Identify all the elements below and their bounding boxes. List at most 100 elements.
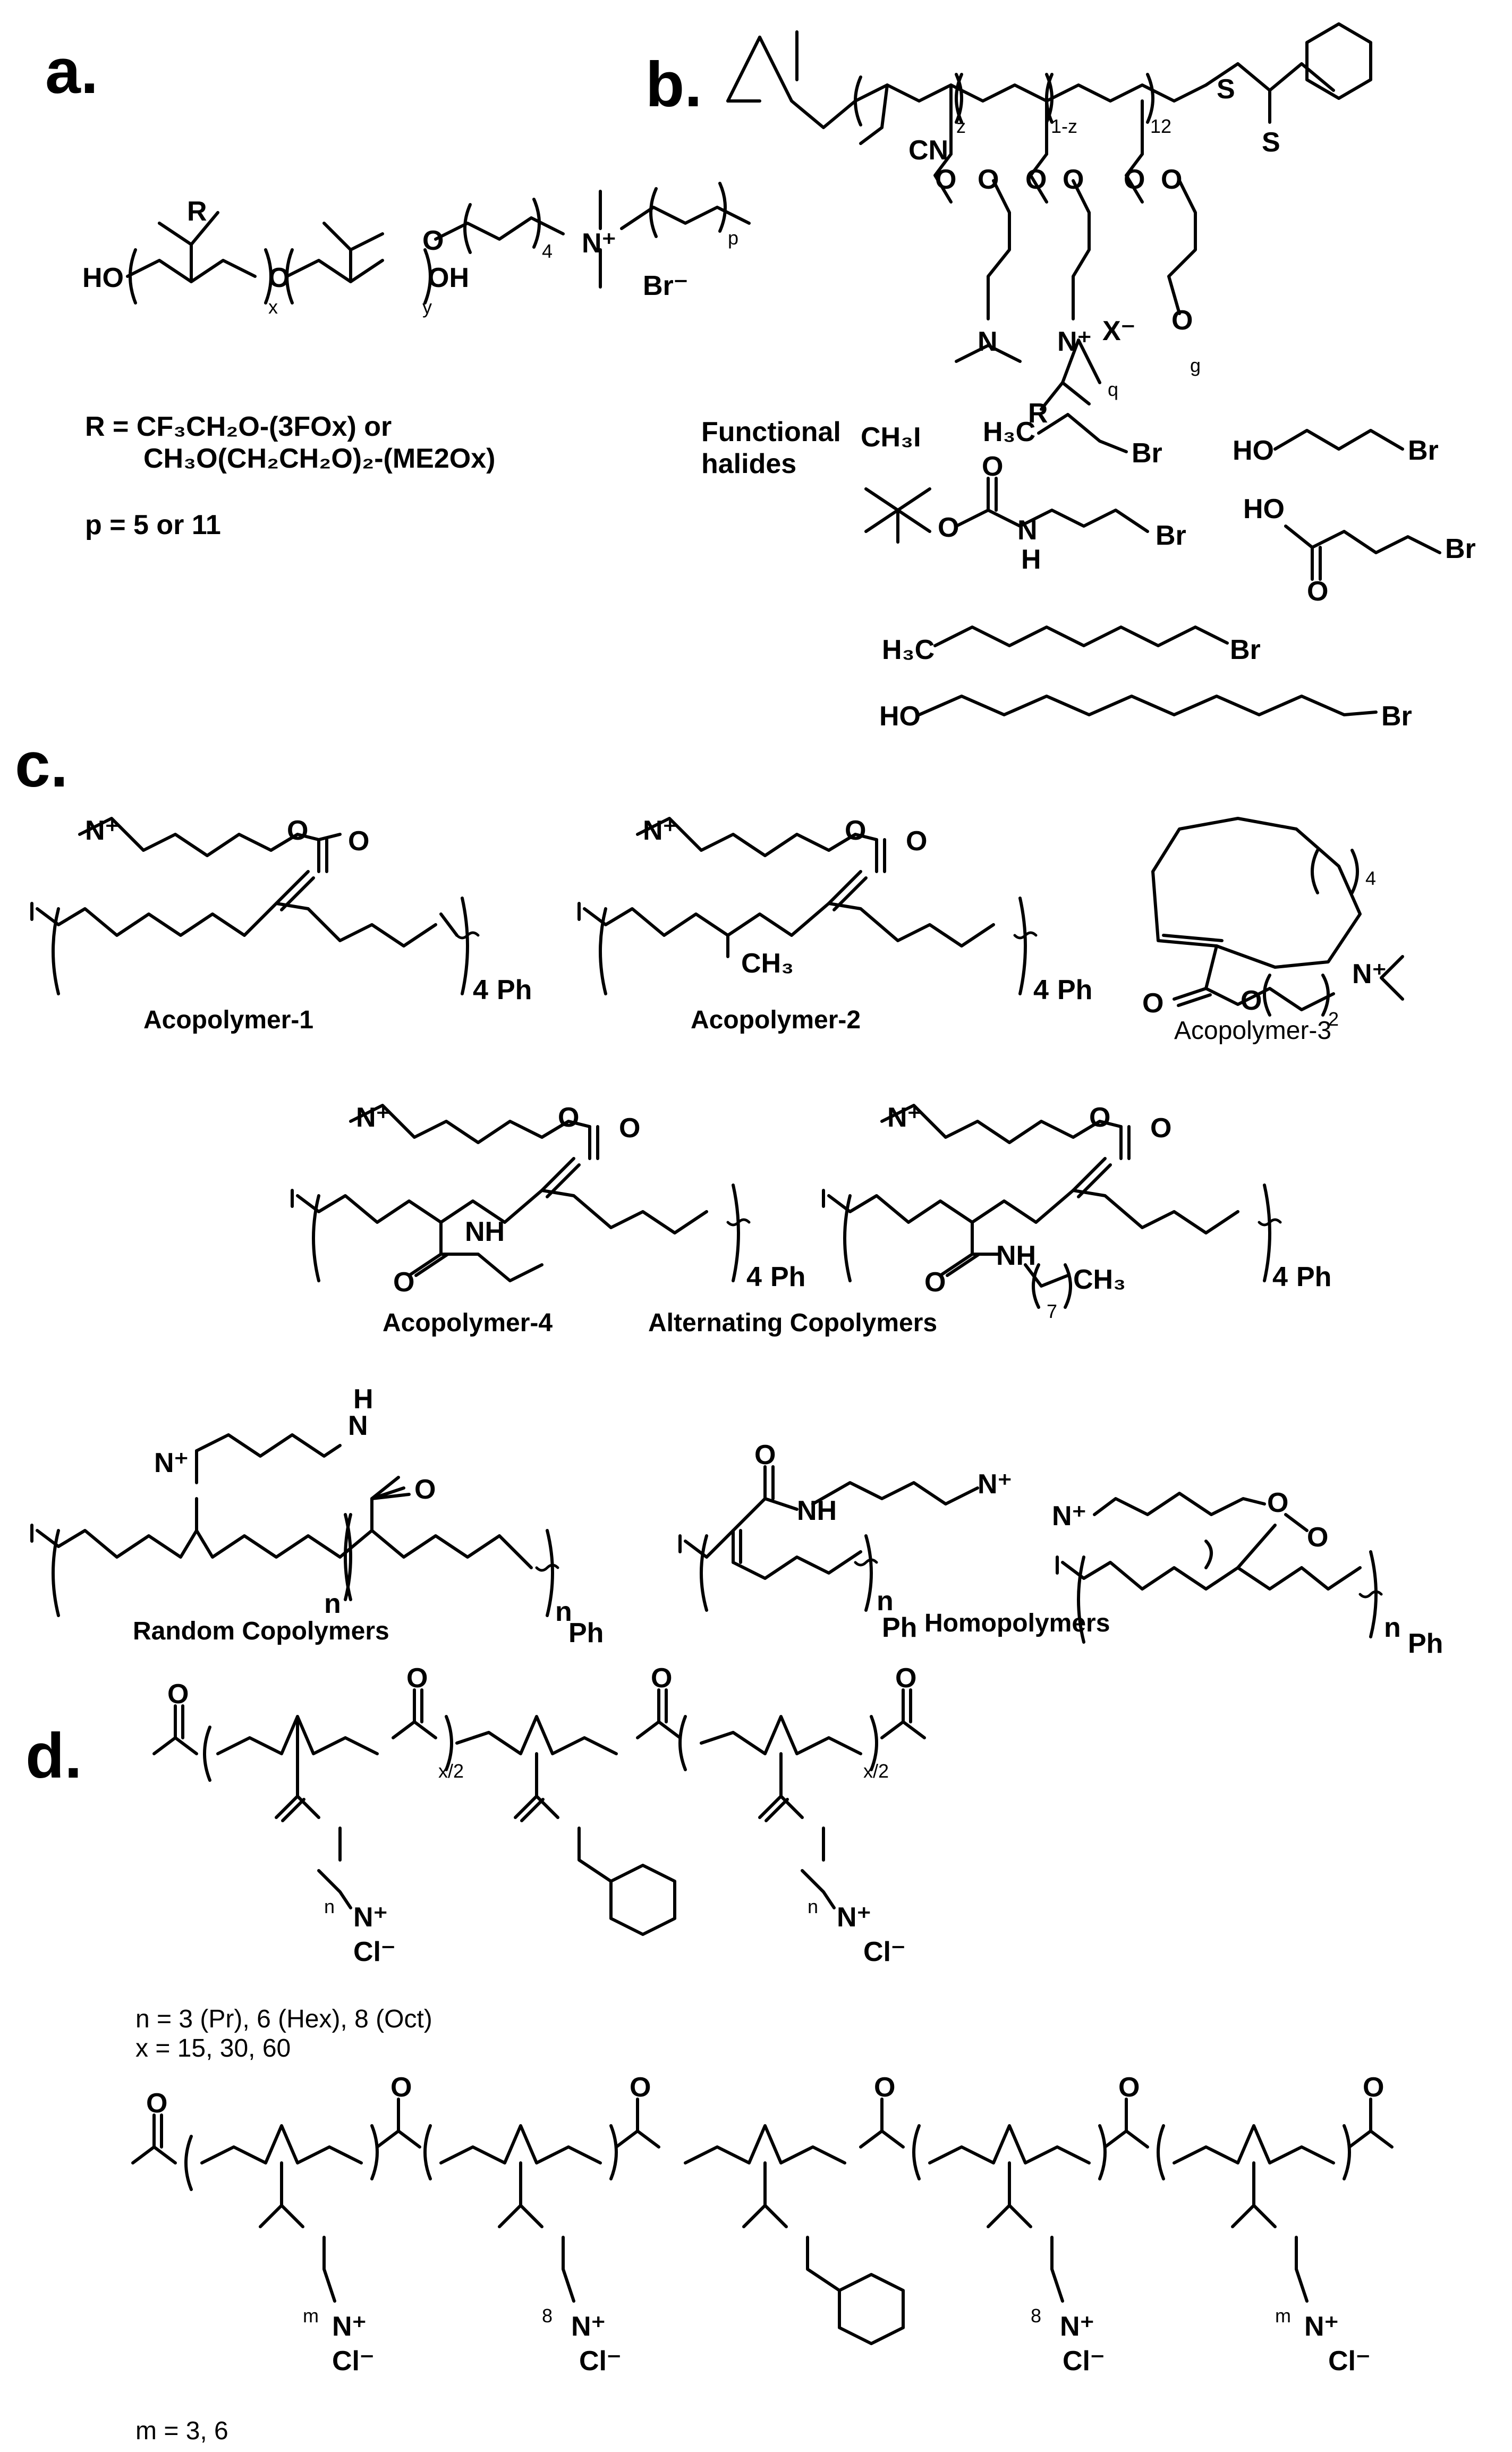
halide-br-5: Br — [1230, 635, 1261, 665]
c2-Ph: Ph — [1057, 975, 1092, 1005]
c5-NH: NH — [996, 1240, 1036, 1271]
d2-Cl-2: Cl⁻ — [579, 2346, 621, 2377]
halide-ho-1: HO — [1233, 435, 1274, 466]
h1-Ph: Ph — [882, 1612, 917, 1643]
d-Cl-1: Cl⁻ — [353, 1937, 395, 1967]
a-y: y — [422, 296, 432, 318]
c1-4: 4 — [473, 975, 488, 1005]
d2-m-1: m — [303, 2305, 319, 2327]
d2-O-3: O — [630, 2072, 651, 2103]
b-S2: S — [1262, 127, 1280, 158]
d-Nplus-2: N⁺ — [837, 1902, 871, 1933]
d-O-4: O — [895, 1663, 916, 1694]
b-O5: O — [1124, 164, 1145, 195]
acopolymer-4-structure — [291, 1104, 751, 1282]
panel-label-b: b. — [645, 49, 702, 120]
halide-br-4: Br — [1445, 534, 1476, 564]
a-R: R — [187, 196, 207, 227]
b-O7: O — [1171, 305, 1193, 336]
c4-O3: O — [393, 1267, 414, 1298]
h2-n: n — [1384, 1612, 1401, 1643]
label-acopolymer-1: Acopolymer-1 — [143, 1006, 313, 1034]
c2-Nplus: N⁺ — [643, 815, 677, 846]
a-O: O — [268, 263, 290, 293]
b-CN: CN — [908, 135, 948, 166]
d-x-def: x = 15, 30, 60 — [135, 2034, 291, 2062]
c4-Ph: Ph — [770, 1262, 805, 1292]
d-O-2: O — [406, 1663, 428, 1694]
d2-m-def: m = 3, 6 — [135, 2417, 228, 2445]
a-p: p — [728, 227, 738, 249]
panel-a-structure — [126, 182, 751, 305]
d-Cl-2: Cl⁻ — [863, 1937, 905, 1967]
b-12: 12 — [1150, 115, 1171, 137]
a-x: x — [268, 296, 278, 318]
d-O-3: O — [651, 1663, 672, 1694]
b-func-halides-2: halides — [701, 449, 796, 479]
r-n1: n — [324, 1588, 341, 1619]
label-random: Random Copolymers — [133, 1617, 389, 1645]
h2-Nplus: N⁺ — [1052, 1501, 1086, 1532]
b-N: N — [978, 326, 998, 357]
c2-4: 4 — [1033, 975, 1049, 1005]
d2-O-2: O — [390, 2072, 412, 2103]
d2-8-2: 8 — [1031, 2305, 1041, 2327]
d2-Cl-3: Cl⁻ — [1063, 2346, 1105, 2377]
b-O1: O — [935, 164, 956, 195]
a-HO: HO — [82, 263, 124, 293]
panel-label-a: a. — [45, 36, 98, 107]
c2-O2: O — [906, 826, 927, 857]
a-Br: Br⁻ — [643, 270, 688, 301]
acopolymer-1-structure — [30, 817, 480, 995]
halide-ho-2: HO — [1243, 494, 1285, 525]
halide-br-6: Br — [1381, 701, 1412, 732]
halide-h3c-1: H₃C — [983, 417, 1035, 447]
panel-d-top-structure — [152, 1688, 926, 1936]
c3-O1: O — [1142, 988, 1163, 1019]
d-n-def: n = 3 (Pr), 6 (Hex), 8 (Oct) — [135, 2005, 432, 2033]
d2-O-4: O — [874, 2072, 895, 2103]
c4-Nplus: N⁺ — [356, 1102, 390, 1133]
r-Ph: Ph — [568, 1618, 604, 1648]
d2-Cl-1: Cl⁻ — [332, 2346, 374, 2377]
halide-o-2: O — [982, 451, 1003, 482]
b-z: z — [956, 115, 966, 137]
c5-4: 4 — [1272, 1262, 1288, 1292]
d2-Nplus-2: N⁺ — [571, 2311, 606, 2342]
c1-O2: O — [348, 826, 369, 857]
halide-h3c-2: H₃C — [882, 635, 935, 665]
halide-br-3: Br — [1156, 520, 1186, 551]
c4-4: 4 — [746, 1262, 762, 1292]
panel-b-structure — [726, 22, 1372, 411]
d2-Nplus-3: N⁺ — [1060, 2311, 1094, 2342]
b-O4: O — [1063, 164, 1084, 195]
a-R-def-1: R = CF₃CH₂O-(3FOx) or — [85, 411, 392, 442]
d-x2-2: x/2 — [863, 1760, 889, 1782]
homopolymer-ester-structure — [1056, 1492, 1383, 1644]
b-halides: CH₃I H₃C Br HO Br O O N H Br HO O Br H₃C… — [861, 413, 1476, 732]
c1-O1: O — [287, 815, 308, 846]
b-func-halides-1: Functional — [701, 417, 841, 447]
c3-4: 4 — [1365, 867, 1376, 889]
c5-7: 7 — [1047, 1300, 1057, 1322]
d2-m-2: m — [1275, 2305, 1291, 2327]
d2-Nplus-1: N⁺ — [332, 2311, 367, 2342]
halide-ho-3: HO — [879, 701, 921, 732]
halide-o-3: O — [1307, 576, 1328, 607]
b-O6: O — [1161, 164, 1182, 195]
d-n-2: n — [808, 1896, 818, 1917]
b-R: R — [1028, 398, 1048, 429]
c3-Nplus: N⁺ — [1352, 959, 1387, 990]
r-Nplus: N⁺ — [154, 1448, 189, 1478]
c3-2: 2 — [1328, 1008, 1339, 1030]
c5-CH3: CH₃ — [1073, 1264, 1126, 1295]
c5-Nplus: N⁺ — [887, 1102, 922, 1133]
c4-O2: O — [619, 1113, 640, 1144]
c5-O1: O — [1089, 1102, 1110, 1133]
r-O: O — [414, 1474, 436, 1505]
a-R-def-2: CH₃O(CH₂CH₂O)₂-(ME2Ox) — [143, 443, 495, 474]
label-acopolymer-2: Acopolymer-2 — [691, 1006, 861, 1034]
acopolymer-2-structure — [577, 817, 1038, 995]
b-O2: O — [978, 164, 999, 195]
